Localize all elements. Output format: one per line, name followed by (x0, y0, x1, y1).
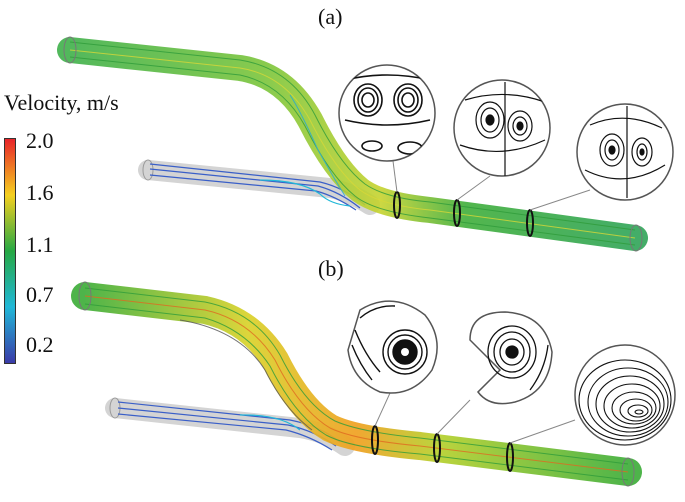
panel-a-section-1 (338, 64, 436, 162)
panel-b-section-2 (469, 311, 553, 405)
panel-b-section-3 (574, 344, 676, 446)
panel-a-leader-lines (392, 160, 591, 211)
panel-b-geometry (71, 281, 642, 487)
legend-tick-2-0: 2.0 (26, 128, 54, 153)
legend-tick-0-2: 0.2 (26, 332, 54, 357)
panel-label-b: (b) (318, 256, 344, 281)
panel-b-section-1 (347, 300, 438, 394)
velocity-colorbar (4, 138, 16, 364)
legend-tick-0-7: 0.7 (26, 282, 54, 307)
panel-a-section-2 (453, 79, 551, 177)
panel-a-main-streamlines (69, 41, 636, 246)
panel-a-main-inlet-end (63, 36, 77, 64)
panel-a-geometry (57, 36, 648, 252)
panel-a-section-3 (576, 103, 674, 201)
legend-title: Velocity, m/s (4, 90, 119, 115)
panel-b-outlet-end (621, 457, 635, 487)
legend-tick-1-6: 1.6 (26, 180, 54, 205)
legend-tick-1-1: 1.1 (26, 232, 54, 257)
panel-a-inlet-end (142, 159, 154, 181)
panel-b-main-inlet-end (78, 281, 92, 311)
panel-label-a: (a) (318, 4, 343, 29)
panel-b-leader-lines (374, 392, 576, 444)
panel-a-outlet-end (629, 224, 643, 252)
